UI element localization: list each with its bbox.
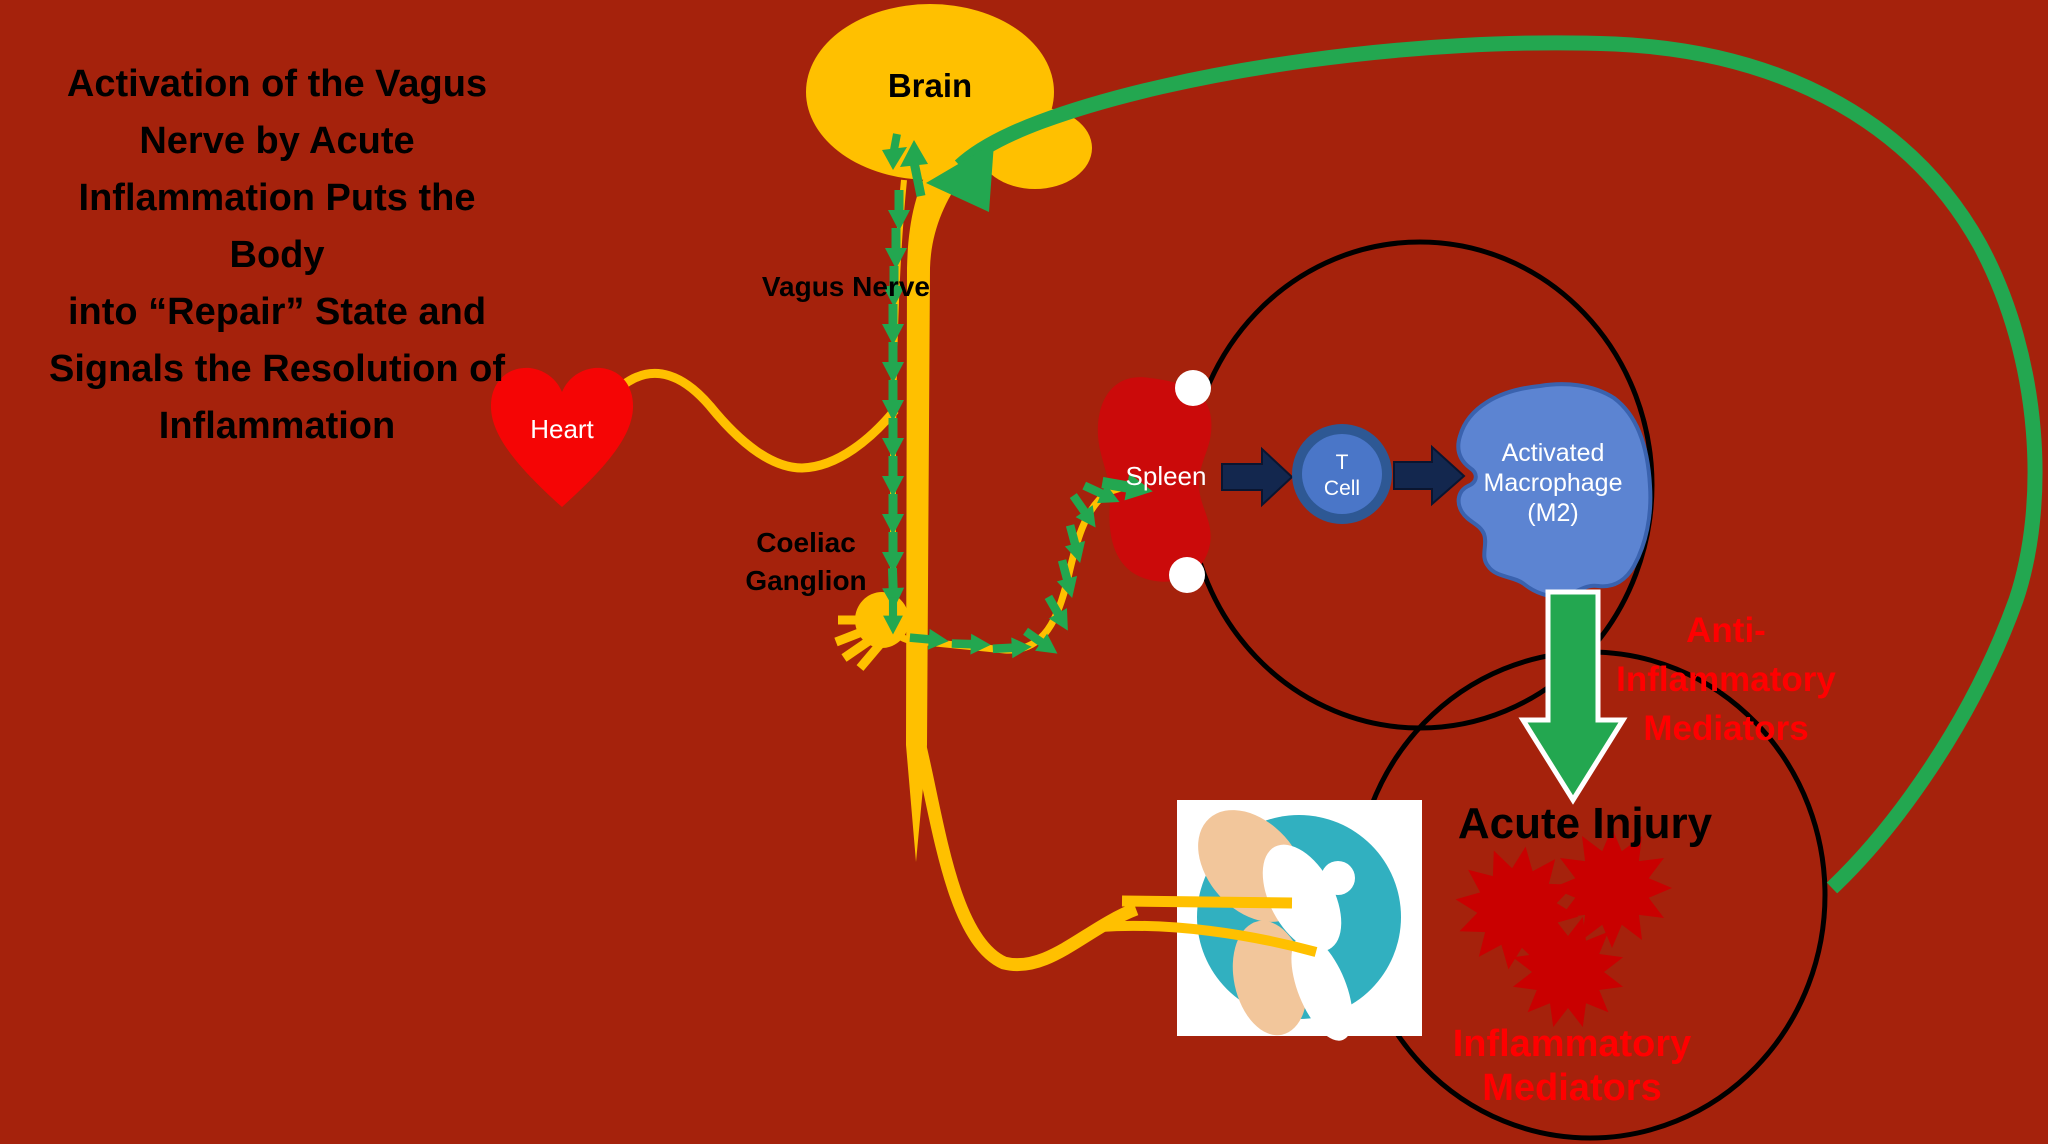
brainstem-signal-arrows	[882, 133, 928, 197]
feedback-arrowhead	[926, 143, 994, 212]
inflammatory-mediators-label: Inflammatory Mediators	[1452, 1023, 1692, 1109]
vagus-nerve-label: Vagus Nerve	[761, 271, 930, 302]
diagram-title: Activation of the Vagus Nerve by Acute I…	[48, 63, 506, 447]
heart-label: Heart	[530, 414, 594, 444]
activated-macrophage-label: Activated Macrophage (M2)	[1483, 439, 1623, 527]
acute-injury-label: Acute Injury	[1457, 799, 1713, 848]
nerve-branch-to-knee	[912, 740, 1139, 972]
arrow-tcell-to-macrophage	[1393, 444, 1466, 507]
t-cell-shape	[1292, 424, 1392, 524]
resolution-feedback-arrow	[926, 35, 2043, 894]
t-cell-label: T Cell	[1323, 451, 1361, 500]
heart-shape	[490, 367, 634, 507]
spleen-label: Spleen	[1125, 461, 1207, 491]
knee-joint-image	[1177, 800, 1422, 1041]
arrow-spleen-to-tcell	[1221, 446, 1294, 508]
inflammation-starbursts	[1455, 828, 1672, 1028]
starburst-icon	[1552, 828, 1672, 948]
heart-nerve	[619, 368, 899, 473]
spleen-shape	[1097, 370, 1212, 593]
synapse-node-bottom	[1169, 557, 1205, 593]
starburst-icon	[1512, 916, 1624, 1028]
starburst-icon	[1455, 846, 1579, 970]
pathway-arrows	[1221, 444, 1466, 508]
vagus-nerve-trunk	[906, 160, 962, 862]
coeliac-ganglion-label: Coeliac Ganglion	[745, 527, 867, 596]
nerve-endings-knee	[1099, 895, 1318, 957]
synapse-node-top	[1175, 370, 1211, 406]
brain-label: Brain	[887, 67, 973, 104]
anti-inflammatory-mediators-label: Anti- Inflammatory Mediators	[1616, 611, 1836, 748]
macrophage-shape	[1456, 382, 1653, 599]
mediator-release-arrow	[1518, 589, 1628, 805]
